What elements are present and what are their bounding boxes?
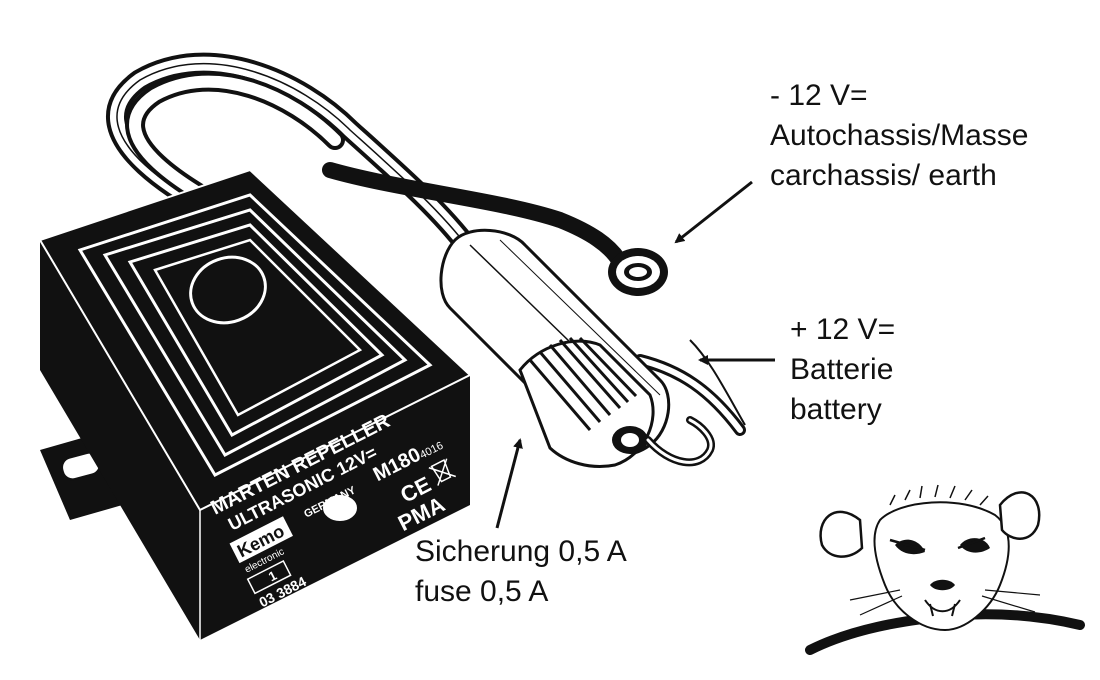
positive-wire bbox=[634, 339, 746, 436]
arrows bbox=[495, 180, 775, 529]
ground-arrow bbox=[674, 180, 753, 244]
marten-illustration bbox=[805, 484, 1085, 655]
battery-connection-label: + 12 V= Batterie battery bbox=[790, 310, 895, 430]
fuse-en: fuse 0,5 A bbox=[415, 575, 549, 608]
battery-en: battery bbox=[790, 393, 882, 426]
fuse-de: Sicherung 0,5 A bbox=[415, 535, 627, 568]
ground-cable bbox=[322, 162, 628, 270]
battery-voltage: + 12 V= bbox=[790, 313, 896, 346]
fuse-label: Sicherung 0,5 A fuse 0,5 A bbox=[415, 532, 627, 612]
lot-box bbox=[246, 559, 292, 595]
battery-de: Batterie bbox=[790, 353, 894, 386]
ring-terminal bbox=[608, 248, 668, 296]
repeller-device bbox=[38, 168, 472, 640]
fuse-arrow bbox=[495, 438, 523, 529]
ground-de: Autochassis/Masse bbox=[770, 119, 1029, 152]
weee-icon bbox=[428, 458, 456, 486]
fuse-cap bbox=[518, 336, 655, 468]
ground-en: carchassis/ earth bbox=[770, 159, 997, 192]
ground-voltage: - 12 V= bbox=[770, 79, 868, 112]
ground-connection-label: - 12 V= Autochassis/Masse carchassis/ ea… bbox=[770, 76, 1028, 196]
brand-box bbox=[229, 516, 293, 564]
fuse-holder bbox=[439, 228, 715, 468]
